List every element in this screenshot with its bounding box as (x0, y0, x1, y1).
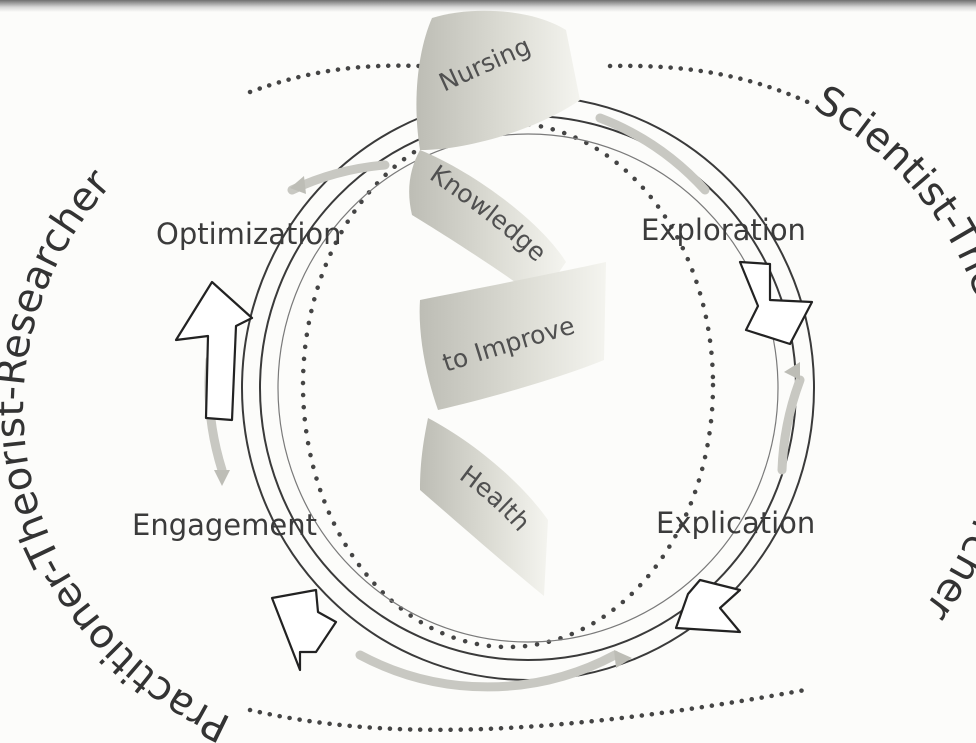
inner-dotted-ring (300, 120, 716, 650)
arrow-exploration-to-explication (738, 260, 814, 346)
outer-dotted-ring (247, 63, 815, 733)
arrow-engagement-to-optimization (174, 280, 254, 422)
arrow-explication-to-engagement-left (270, 588, 338, 672)
small-arrowheads (214, 176, 800, 668)
window-top-shadow (0, 0, 976, 12)
role-label-scientist: Scientist-Theorist-Researcher (807, 77, 976, 630)
arrow-explication-to-engagement-right (674, 578, 742, 634)
phase-label-optimization: Optimization (156, 217, 342, 251)
central-ribbon (409, 10, 606, 596)
phase-label-explication: Explication (656, 506, 815, 540)
phase-label-engagement: Engagement (132, 508, 317, 542)
phase-label-exploration: Exploration (641, 213, 806, 247)
